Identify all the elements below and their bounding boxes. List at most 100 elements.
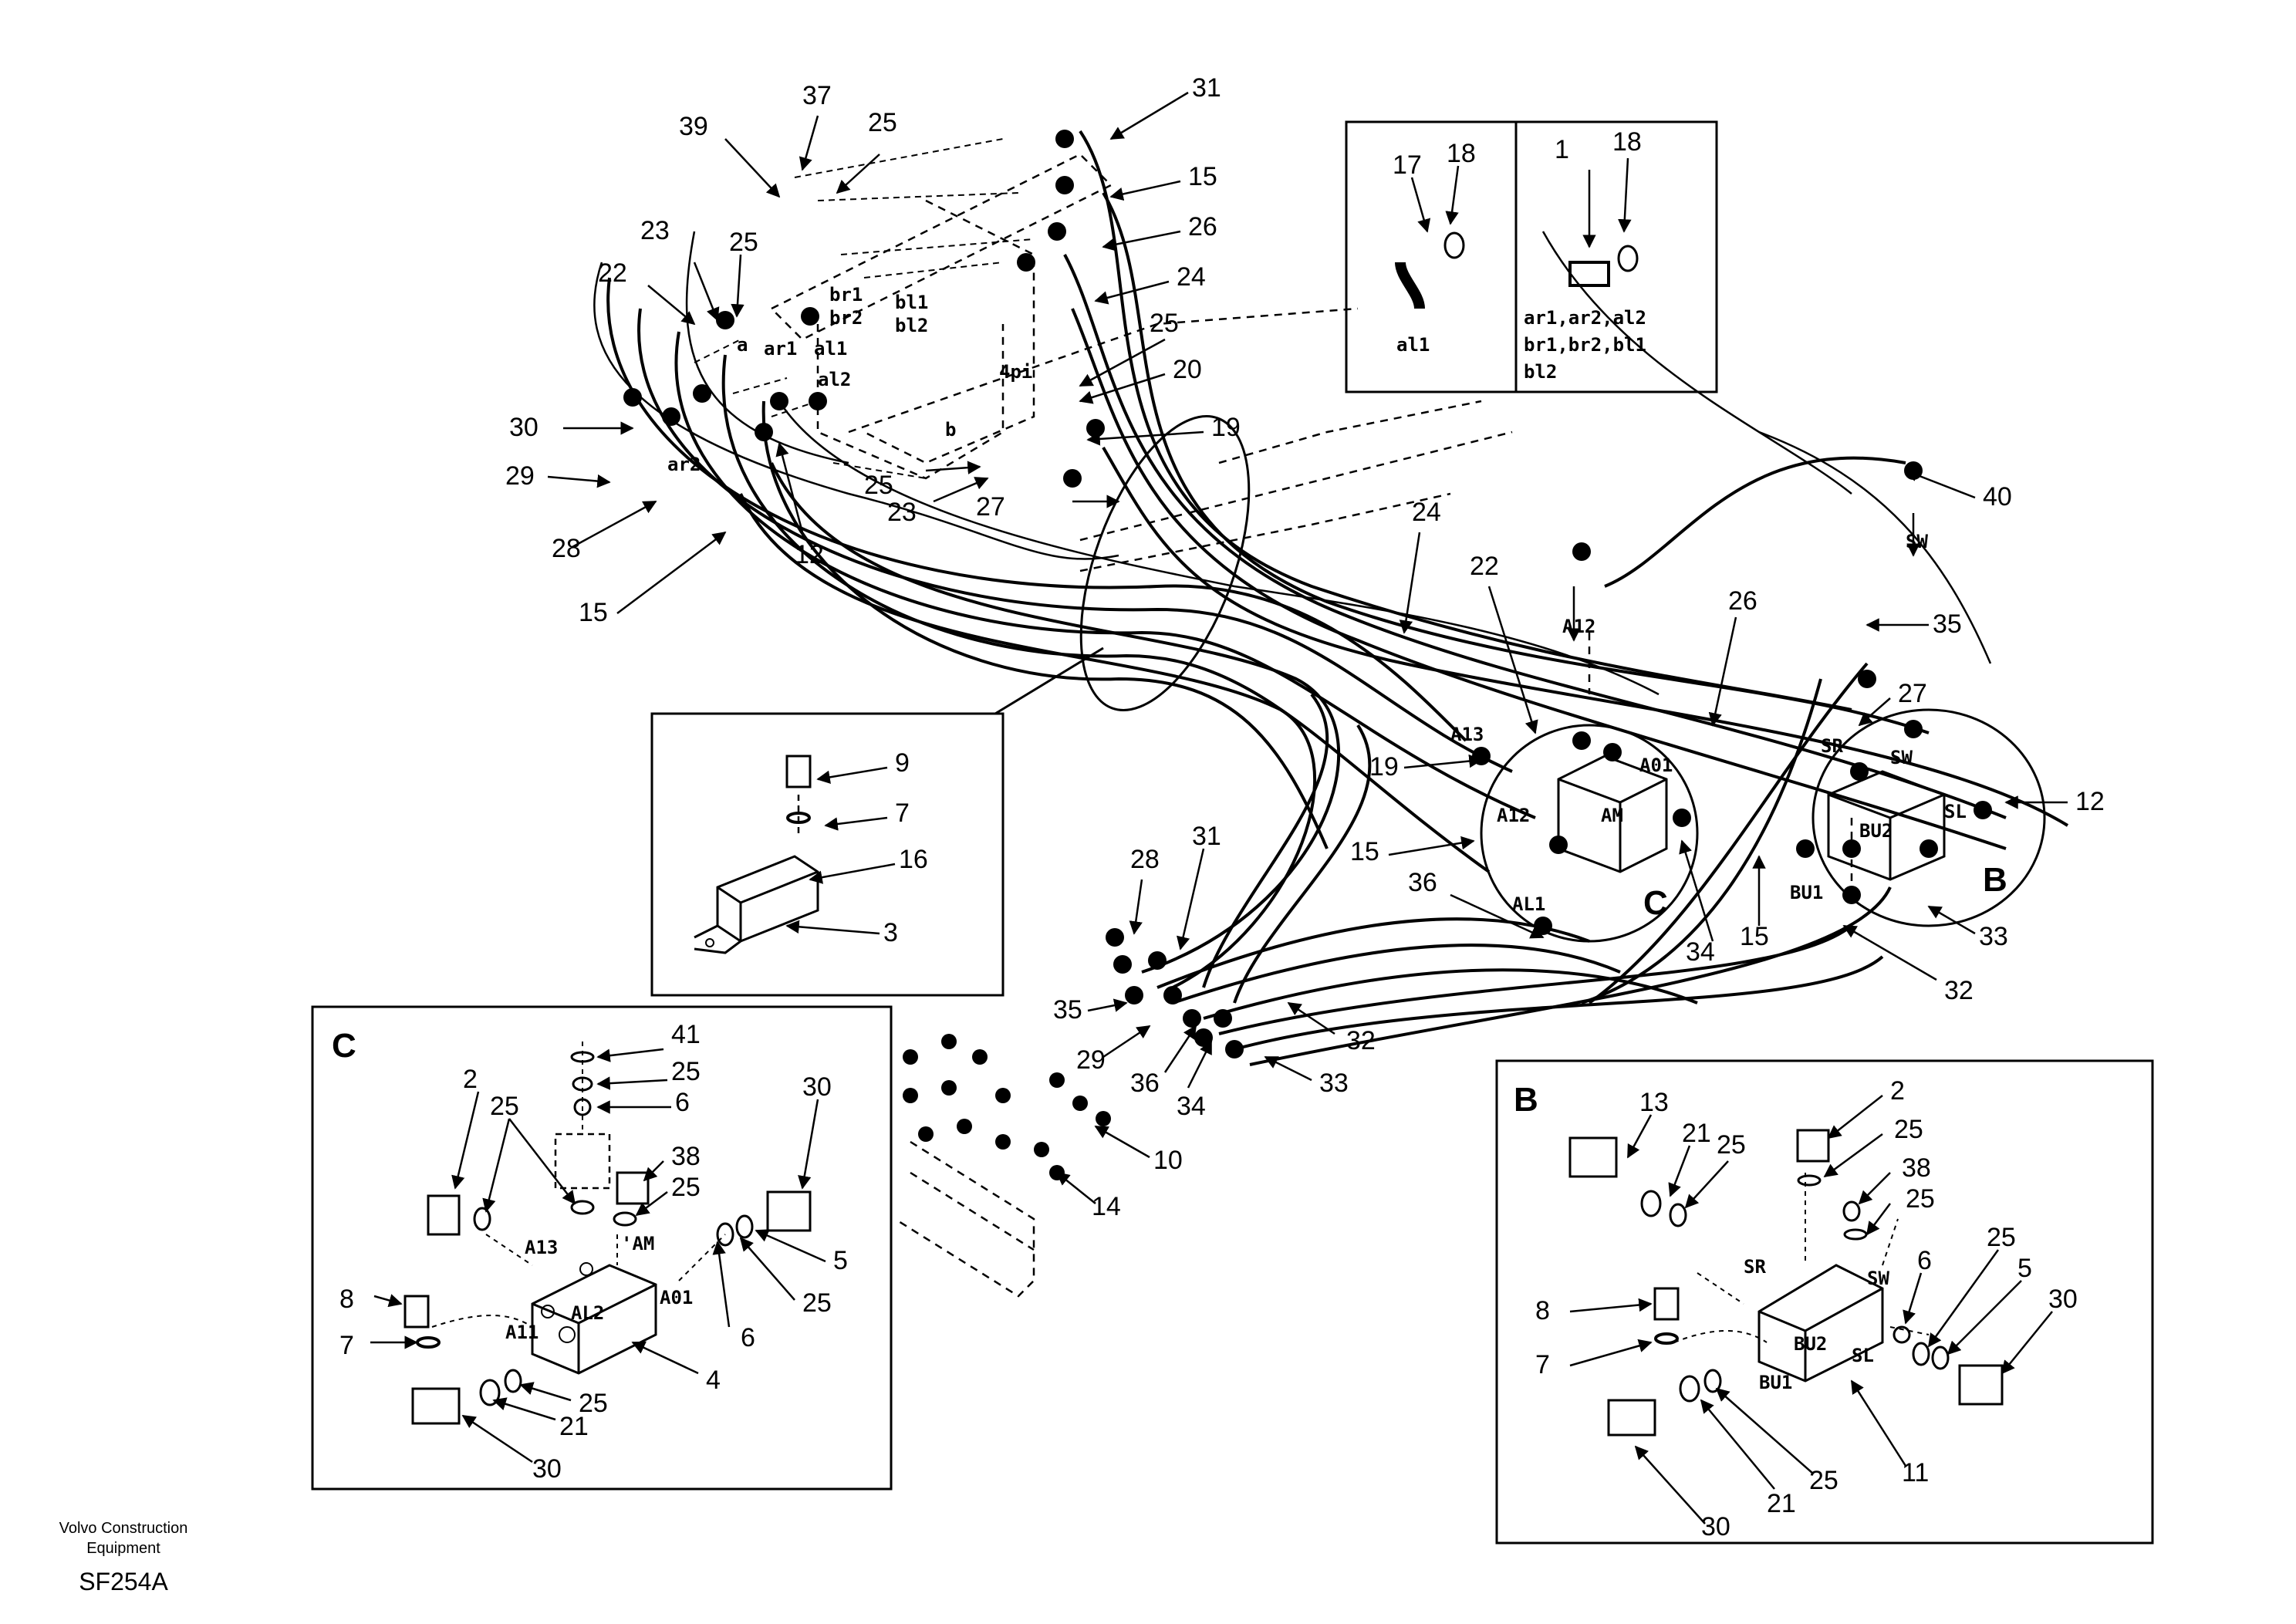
svg-text:6: 6: [741, 1323, 755, 1352]
svg-text:25: 25: [1809, 1466, 1838, 1495]
callout: 25: [864, 471, 893, 500]
dashed-leaders: [694, 138, 1035, 479]
svg-text:21: 21: [1682, 1119, 1711, 1148]
svg-text:br2: br2: [829, 307, 863, 329]
svg-text:41: 41: [671, 1020, 701, 1049]
callout: 29: [1076, 1045, 1106, 1075]
svg-text:4pi: 4pi: [999, 361, 1032, 383]
svg-text:br1,br2,bl1: br1,br2,bl1: [1524, 334, 1646, 356]
svg-text:38: 38: [1902, 1153, 1931, 1183]
svg-text:AL1: AL1: [1512, 893, 1545, 915]
callout: 23: [887, 498, 917, 527]
callout: 20: [1173, 355, 1202, 384]
callout: 16: [899, 845, 928, 874]
svg-text:25: 25: [1894, 1115, 1923, 1144]
callout: 35: [1053, 995, 1082, 1025]
svg-text:25: 25: [802, 1288, 832, 1318]
callout: 26: [1188, 212, 1217, 241]
callout: 25: [1150, 309, 1179, 338]
callout: 23: [640, 216, 670, 245]
fittings-main: [623, 130, 1992, 1058]
callout: 22: [1470, 552, 1499, 581]
svg-text:BU1: BU1: [1759, 1372, 1792, 1393]
svg-text:4: 4: [706, 1366, 721, 1395]
callout: 27: [976, 492, 1005, 522]
callout: 28: [552, 534, 581, 563]
inset-bracket: [650, 647, 1104, 997]
svg-text:al1: al1: [814, 338, 847, 360]
svg-text:SW: SW: [1890, 747, 1913, 768]
svg-text:C: C: [332, 1027, 356, 1065]
svg-text:al1: al1: [1396, 334, 1430, 356]
svg-text:25: 25: [1987, 1223, 2016, 1252]
callout: 22: [598, 258, 627, 288]
callout: 15: [1740, 922, 1769, 951]
svg-text:25: 25: [1717, 1130, 1746, 1160]
svg-text:5: 5: [2017, 1254, 2032, 1283]
svg-text:17: 17: [1393, 150, 1422, 180]
svg-text:2: 2: [1890, 1076, 1905, 1106]
svg-text:21: 21: [1767, 1489, 1796, 1518]
callout: 25: [729, 228, 758, 257]
callout: 28: [1130, 845, 1160, 874]
detail-circle-c: [1480, 724, 1699, 943]
brand-line2: Equipment: [86, 1540, 160, 1557]
svg-text:2: 2: [463, 1065, 478, 1094]
svg-text:SL: SL: [1852, 1345, 1874, 1366]
callout: 15: [579, 598, 608, 627]
callout: 39: [679, 112, 708, 141]
callout: 19: [1211, 413, 1241, 442]
svg-text:13: 13: [1639, 1088, 1669, 1117]
callout: 24: [1412, 498, 1441, 527]
svg-text:SW: SW: [1867, 1268, 1889, 1289]
callout: 30: [509, 413, 539, 442]
callout: 36: [1130, 1069, 1160, 1098]
callout: 33: [1979, 922, 2008, 951]
brand-line1: Volvo Construction: [59, 1520, 188, 1537]
callout: 32: [1944, 976, 1974, 1005]
inset-fittings: al1 ar1,ar2,al2 br1,br2,bl1 bl2 17 18 1 …: [1345, 120, 1718, 393]
callout: 36: [1408, 868, 1437, 897]
callout: 34: [1686, 937, 1715, 967]
callout: 12: [2075, 787, 2105, 816]
svg-text:bl2: bl2: [1524, 361, 1557, 383]
callout: 15: [1350, 837, 1379, 866]
svg-text:ar1: ar1: [764, 338, 797, 360]
callout: 31: [1192, 73, 1221, 103]
detail-circle-b: [1811, 708, 2046, 927]
svg-text:6: 6: [675, 1088, 690, 1117]
svg-text:ar1,ar2,al2: ar1,ar2,al2: [1524, 307, 1646, 329]
svg-text:21: 21: [559, 1412, 589, 1441]
svg-text:SL: SL: [1944, 801, 1967, 822]
callout: 12: [795, 540, 824, 569]
svg-text:11: 11: [1902, 1458, 1929, 1487]
callout: 33: [1319, 1069, 1349, 1098]
callout: 25: [868, 108, 897, 137]
callout: 32: [1346, 1026, 1376, 1055]
svg-text:8: 8: [1535, 1296, 1550, 1325]
callout: 15: [1188, 162, 1217, 191]
svg-text:BU2: BU2: [1859, 820, 1893, 842]
svg-text:8: 8: [339, 1285, 354, 1314]
callout: 24: [1177, 262, 1206, 292]
callout: 3: [883, 918, 898, 947]
svg-text:BU2: BU2: [1794, 1333, 1827, 1355]
svg-text:SW: SW: [1906, 531, 1928, 552]
callout: 9: [895, 748, 910, 778]
svg-text:bl1: bl1: [895, 292, 928, 313]
svg-text:1: 1: [1555, 135, 1569, 164]
svg-text:A01: A01: [660, 1287, 693, 1308]
hose-bundle: [606, 130, 2069, 1066]
brand-text: Volvo Construction Equipment: [31, 1518, 216, 1558]
callout-leaders: [547, 91, 2068, 1204]
svg-text:A11: A11: [505, 1322, 539, 1343]
detail-marker-b: B: [1983, 861, 2007, 899]
callout: 19: [1369, 752, 1399, 782]
svg-text:BU1: BU1: [1790, 882, 1823, 903]
svg-text:al2: al2: [818, 369, 851, 390]
thin-hoses: [593, 231, 1992, 696]
svg-text:25: 25: [579, 1389, 608, 1418]
svg-text:25: 25: [1906, 1184, 1935, 1214]
